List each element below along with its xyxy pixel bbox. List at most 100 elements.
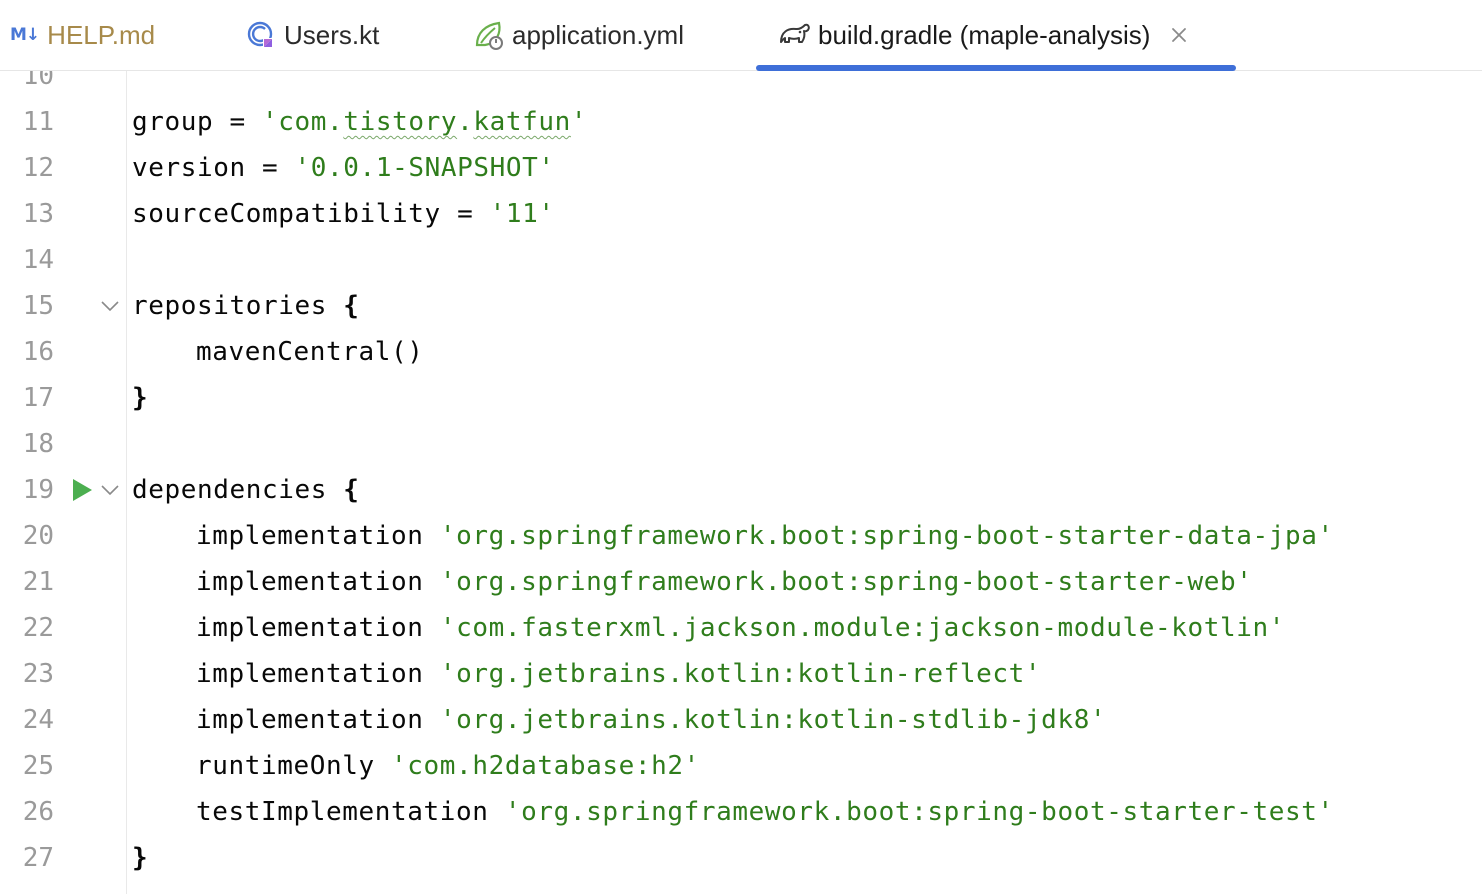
tab-build-gradle[interactable]: build.gradle (maple-analysis) <box>778 0 1188 70</box>
code-text: mavenCentral() <box>196 329 424 375</box>
code-token: implementation <box>196 613 440 643</box>
run-icon[interactable] <box>70 478 94 502</box>
editor-tab-bar: M↓ HELP.md Users.kt application.yml <box>0 0 1482 71</box>
chevron-down-icon[interactable] <box>100 296 120 316</box>
code-text: implementation 'org.jetbrains.kotlin:kot… <box>196 651 1041 697</box>
code-token: implementation <box>196 659 440 689</box>
line-number: 23 <box>22 659 54 689</box>
string-literal: 'org.springframework.boot:spring-boot-st… <box>439 521 1334 551</box>
code-text: sourceCompatibility = '11' <box>132 191 555 237</box>
gradle-elephant-icon <box>778 18 812 52</box>
gutter-separator <box>126 71 127 894</box>
code-line[interactable]: 10 <box>0 71 1482 99</box>
code-text: runtimeOnly 'com.h2database:h2' <box>196 743 700 789</box>
string-literal: 'org.springframework.boot:spring-boot-st… <box>504 797 1334 827</box>
code-token: dependencies <box>132 475 344 505</box>
code-text: repositories { <box>132 283 360 329</box>
code-token: runtimeOnly <box>196 751 392 781</box>
code-token: sourceCompatibility = <box>132 199 490 229</box>
tab-application-yml[interactable]: application.yml <box>472 0 684 70</box>
close-icon[interactable] <box>1170 26 1188 44</box>
code-line[interactable]: 15 repositories { <box>0 283 1482 329</box>
string-literal: 'org.springframework.boot:spring-boot-st… <box>439 567 1253 597</box>
code-line[interactable]: 11 group = 'com.tistory.katfun' <box>0 99 1482 145</box>
code-line[interactable]: 24 implementation 'org.jetbrains.kotlin:k… <box>0 697 1482 743</box>
line-number: 19 <box>22 475 54 505</box>
code-text: } <box>132 835 148 881</box>
tab-users-kt[interactable]: Users.kt <box>244 0 379 70</box>
code-line[interactable]: 25 runtimeOnly 'com.h2database:h2' <box>0 743 1482 789</box>
markdown-icon: M↓ <box>10 25 40 45</box>
code-editor[interactable]: 10 11 group = 'com.tistory.katfun' 12 versio… <box>0 71 1482 894</box>
code-text: implementation 'com.fasterxml.jackson.mo… <box>196 605 1285 651</box>
kotlin-class-icon <box>244 18 278 52</box>
line-number: 26 <box>22 797 54 827</box>
code-line[interactable]: 16 mavenCentral() <box>0 329 1482 375</box>
string-literal: . <box>457 107 474 137</box>
code-text: implementation 'org.springframework.boot… <box>196 559 1252 605</box>
code-line[interactable]: 23 implementation 'org.jetbrains.kotlin:k… <box>0 651 1482 697</box>
code-token: group = <box>132 107 263 137</box>
chevron-down-icon[interactable] <box>100 480 120 500</box>
string-literal: tistory <box>343 107 458 137</box>
code-token: implementation <box>196 567 440 597</box>
code-text: implementation 'org.jetbrains.kotlin:kot… <box>196 697 1106 743</box>
line-number: 11 <box>22 107 54 137</box>
string-literal: '11' <box>489 199 555 229</box>
line-number: 24 <box>22 705 54 735</box>
code-token: repositories <box>132 291 344 321</box>
code-line[interactable]: 17} <box>0 375 1482 421</box>
code-line[interactable]: 22 implementation 'com.fasterxml.jackson.… <box>0 605 1482 651</box>
line-number: 12 <box>22 153 54 183</box>
line-number: 17 <box>22 383 54 413</box>
active-tab-indicator <box>756 65 1236 71</box>
line-number: 18 <box>22 429 54 459</box>
line-number: 13 <box>22 199 54 229</box>
code-token: } <box>132 843 149 873</box>
line-number: 10 <box>22 71 54 91</box>
string-literal: 'com.fasterxml.jackson.module:jackson-mo… <box>439 613 1285 643</box>
code-token: { <box>343 475 360 505</box>
tab-label: build.gradle (maple-analysis) <box>818 19 1151 50</box>
code-line[interactable]: 21 implementation 'org.springframework.bo… <box>0 559 1482 605</box>
tab-label: application.yml <box>512 19 684 50</box>
string-literal: katfun <box>473 107 571 137</box>
code-line[interactable]: 13 sourceCompatibility = '11' <box>0 191 1482 237</box>
code-text: testImplementation 'org.springframework.… <box>196 789 1334 835</box>
line-number: 16 <box>22 337 54 367</box>
tab-label: HELP.md <box>47 19 156 50</box>
tab-label: Users.kt <box>284 19 380 50</box>
code-line[interactable]: 27} <box>0 835 1482 881</box>
string-literal: '0.0.1-SNAPSHOT' <box>294 153 555 183</box>
line-number: 25 <box>22 751 54 781</box>
string-literal: 'org.jetbrains.kotlin:kotlin-stdlib-jdk8… <box>439 705 1107 735</box>
code-token: } <box>132 383 149 413</box>
code-line[interactable]: 20 implementation 'org.springframework.bo… <box>0 513 1482 559</box>
code-token: testImplementation <box>196 797 505 827</box>
code-line[interactable]: 12 version = '0.0.1-SNAPSHOT' <box>0 145 1482 191</box>
code-line[interactable]: 26 testImplementation 'org.springframewor… <box>0 789 1482 835</box>
code-text: } <box>132 375 148 421</box>
code-text: version = '0.0.1-SNAPSHOT' <box>132 145 555 191</box>
code-token: implementation <box>196 705 440 735</box>
code-text: implementation 'org.springframework.boot… <box>196 513 1334 559</box>
string-literal: 'org.jetbrains.kotlin:kotlin-reflect' <box>439 659 1042 689</box>
line-number: 27 <box>22 843 54 873</box>
code-text: dependencies { <box>132 467 360 513</box>
line-number: 22 <box>22 613 54 643</box>
tab-help-md[interactable]: M↓ HELP.md <box>10 0 155 70</box>
spring-config-icon <box>472 18 506 52</box>
code-token: implementation <box>196 521 440 551</box>
string-literal: ' <box>570 107 588 137</box>
code-line[interactable]: 18 <box>0 421 1482 467</box>
string-literal: 'com.h2database:h2' <box>391 751 700 781</box>
line-number: 14 <box>22 245 54 275</box>
line-number: 20 <box>22 521 54 551</box>
code-text: group = 'com.tistory.katfun' <box>132 99 587 145</box>
line-number: 15 <box>22 291 54 321</box>
code-line[interactable]: 14 <box>0 237 1482 283</box>
code-token: mavenCentral() <box>196 337 424 367</box>
code-token: { <box>343 291 360 321</box>
code-line[interactable]: 19 dependencies { <box>0 467 1482 513</box>
line-number: 21 <box>22 567 54 597</box>
